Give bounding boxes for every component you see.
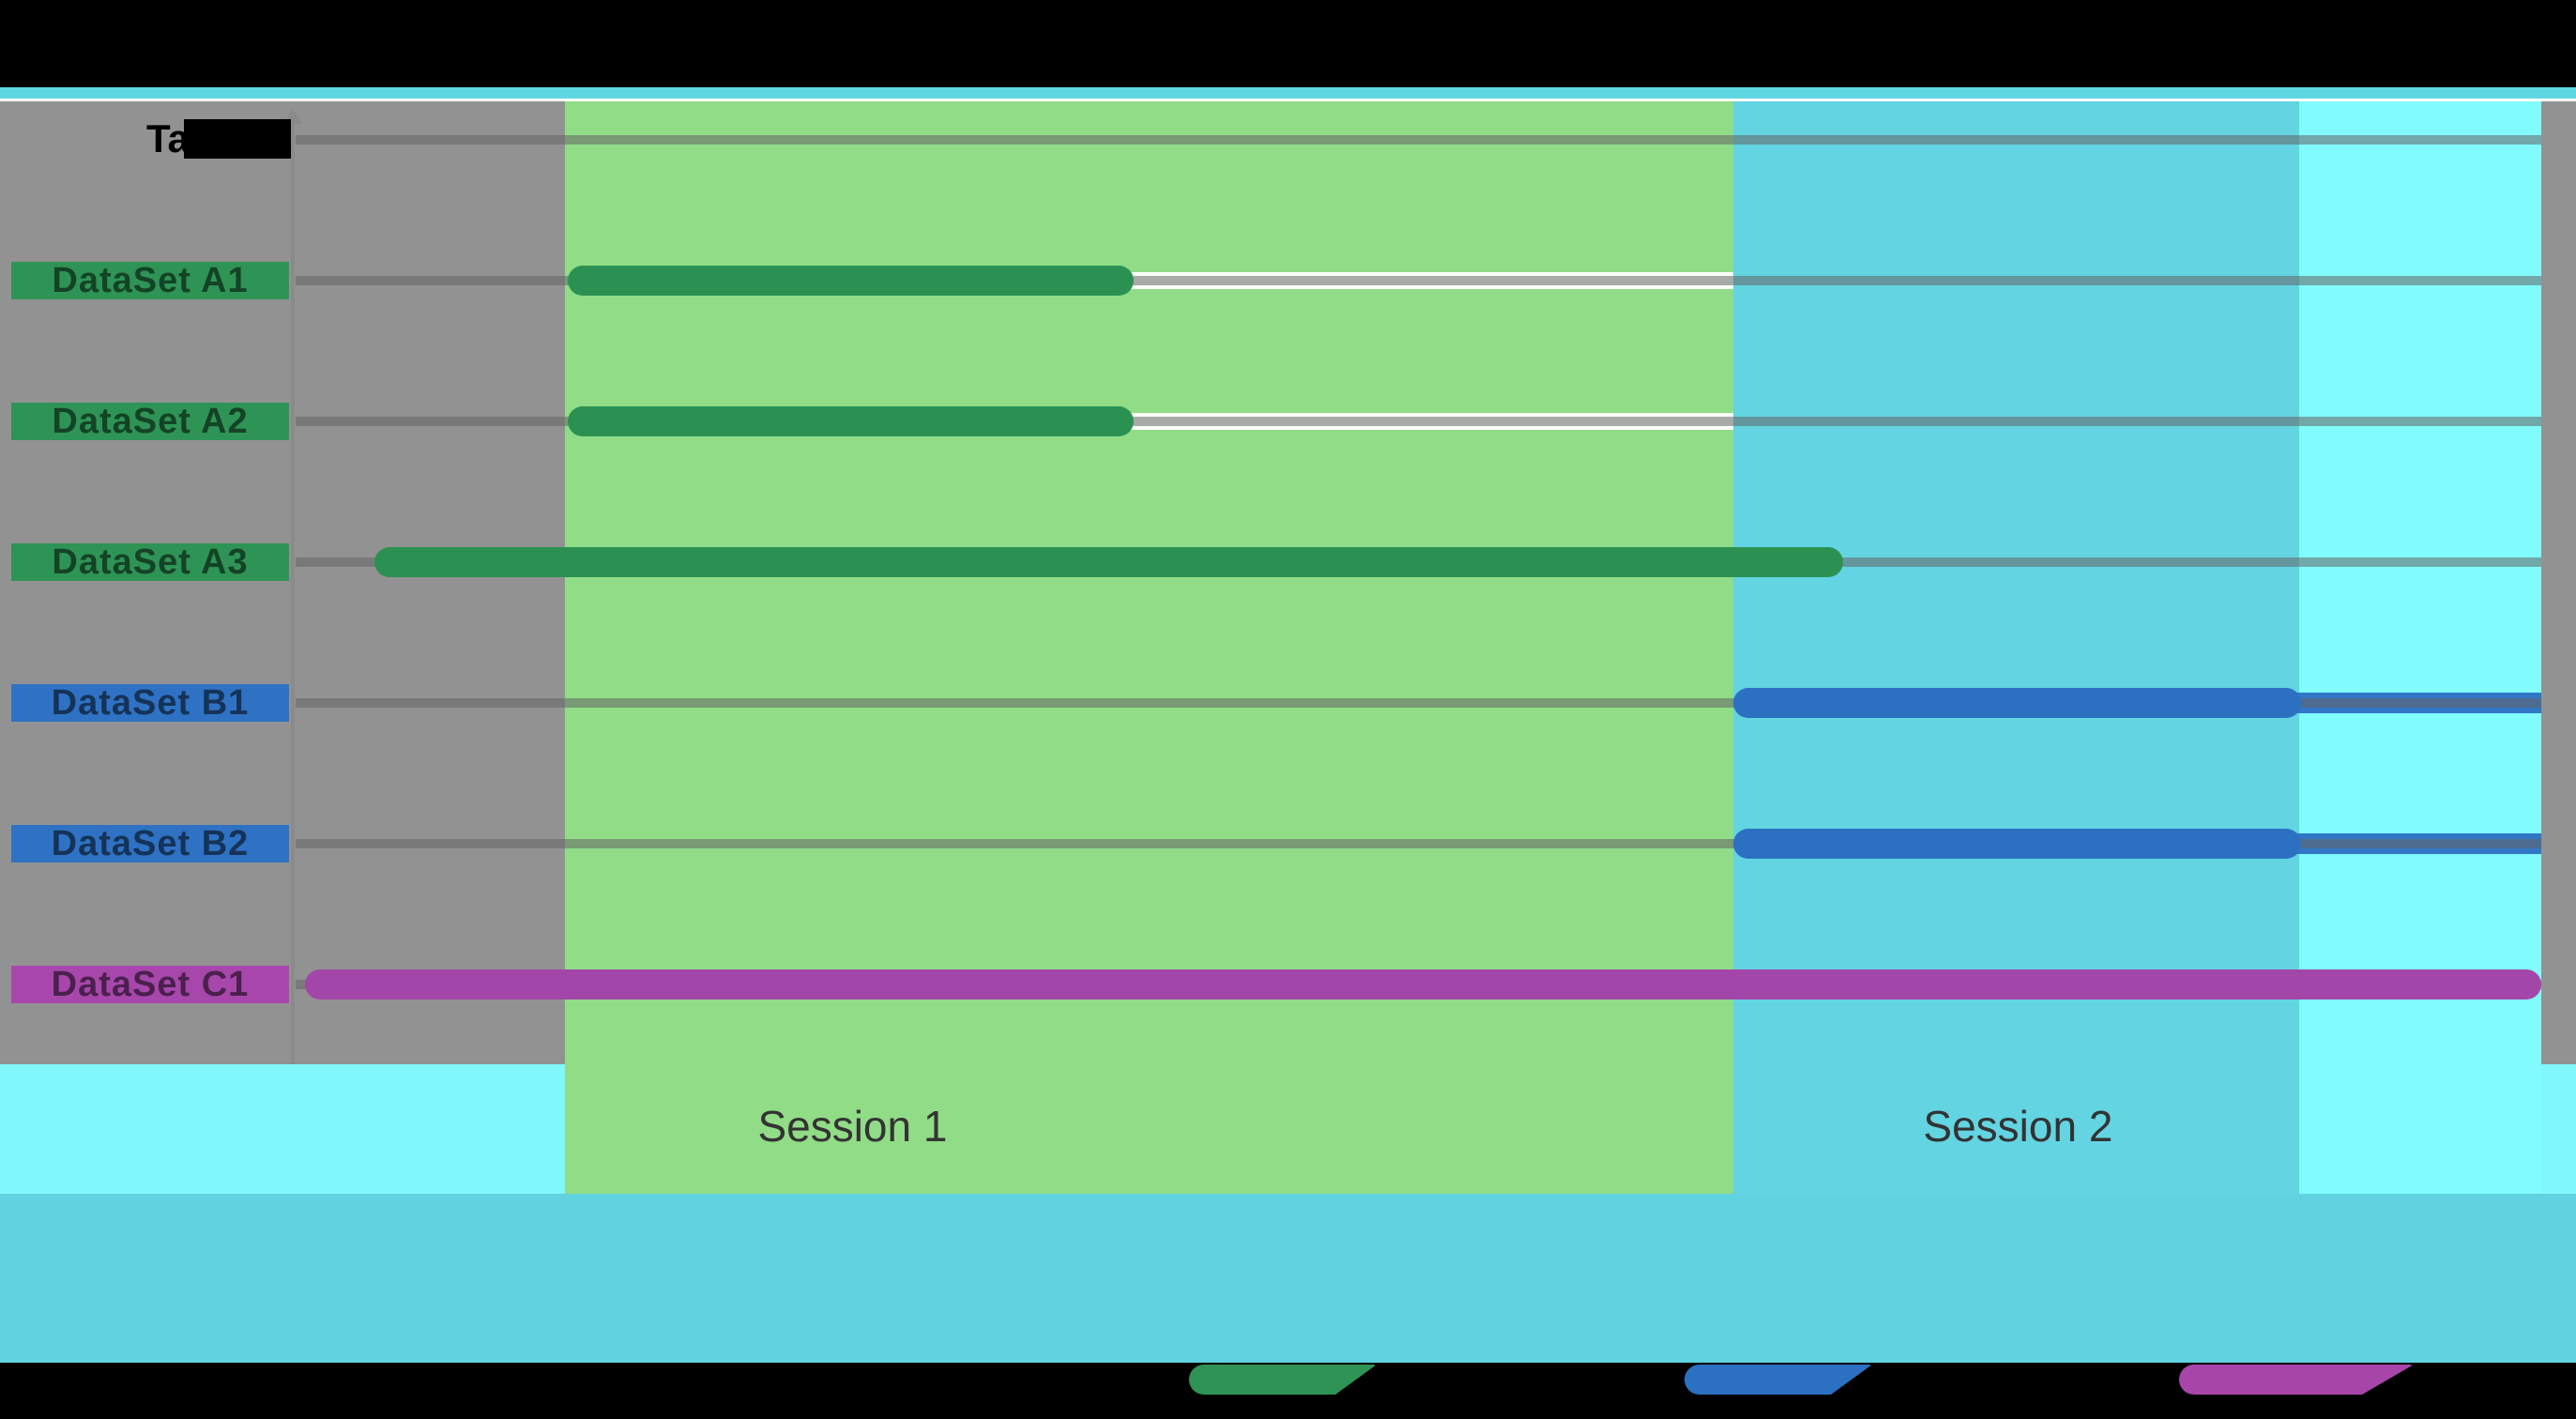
y-tick-label: DataSet A1 [11,261,289,300]
session-label: Session 2 [1923,1102,2113,1151]
task-bar[interactable] [1732,688,2301,718]
bottom-cyan-band [0,1194,2576,1363]
legend-item[interactable] [1189,1365,1377,1395]
gridline [296,417,2541,426]
y-tick-label: DataSet C1 [11,965,289,1004]
task-bar[interactable] [567,406,1134,436]
y-tick-label: DataSet A2 [11,402,289,441]
task-bar[interactable] [567,266,1134,296]
session-region [1732,101,2299,1194]
gridline [296,276,2541,285]
y-axis-line [291,122,295,1064]
task-bar[interactable] [1732,829,2301,859]
gridline [296,135,2541,145]
task-bar[interactable] [304,969,2541,999]
redaction-box [184,119,291,159]
timeline-region [2298,101,2541,1194]
task-bar[interactable] [373,547,1843,577]
legend-item[interactable] [2179,1365,2414,1395]
session-label: Session 1 [757,1102,948,1151]
top-cyan-strip [0,87,2576,99]
gridline [296,839,2541,848]
y-tick-label: DataSet B2 [11,824,289,863]
legend-item[interactable] [1684,1365,1872,1395]
y-tick-label: DataSet B1 [11,683,289,723]
top-white-divider [0,99,2576,101]
y-tick-label: DataSet A3 [11,542,289,582]
gridline [296,698,2541,708]
